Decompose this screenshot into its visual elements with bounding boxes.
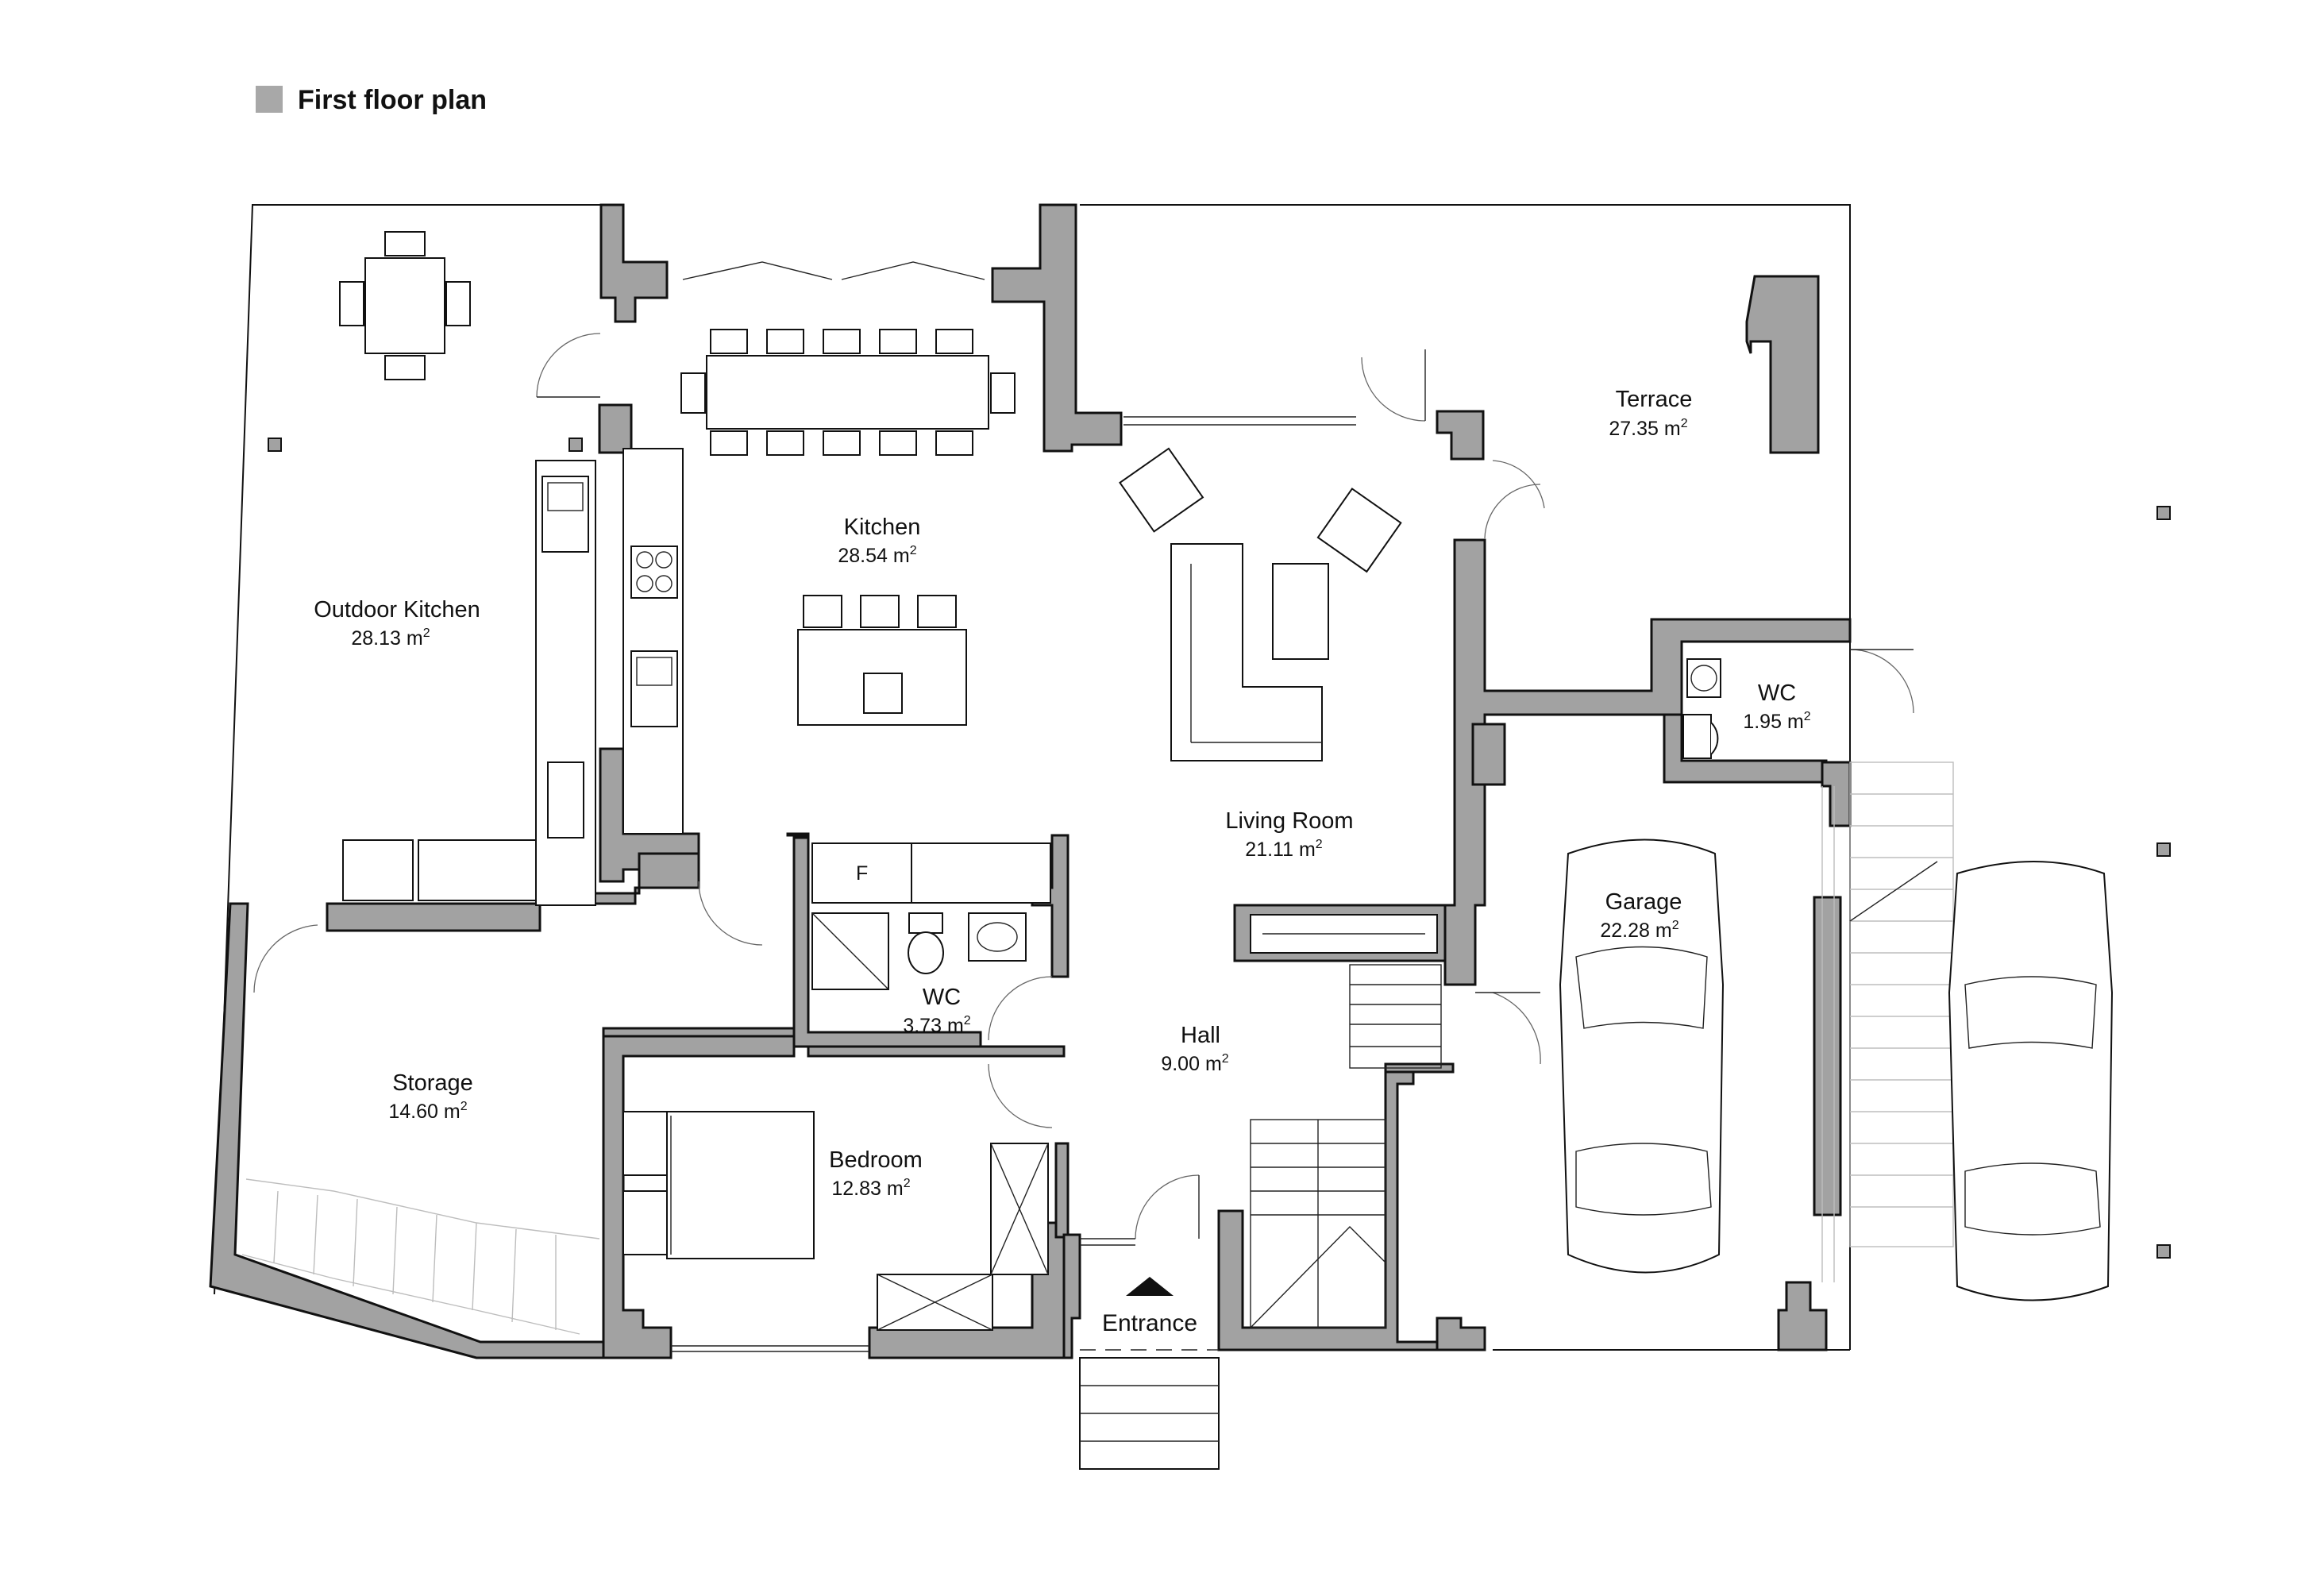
armchairs <box>1119 447 1402 573</box>
room-area: 12.83 m2 <box>831 1177 910 1200</box>
wall-segment <box>1821 761 1852 827</box>
wc-small-fixtures <box>1682 658 1721 759</box>
room-label-garage: Garage 22.28 m2 <box>1600 889 1682 942</box>
room-area: 3.73 m2 <box>903 1014 970 1037</box>
room-name: WC <box>923 985 961 1010</box>
room-label-outdoor-kitchen: Outdoor Kitchen 28.13 m2 <box>314 597 480 650</box>
wc-fixtures <box>811 912 1027 990</box>
wall-segment <box>1062 1233 1081 1359</box>
staircase-main <box>1250 964 1442 1328</box>
pillar <box>2156 506 2171 520</box>
wall-segment <box>1054 1142 1070 1239</box>
wall-segment <box>209 902 605 1359</box>
bed <box>622 1111 815 1259</box>
room-label-terrace: Terrace 27.35 m2 <box>1609 387 1692 440</box>
wall-segment <box>1217 1062 1486 1351</box>
page-title: First floor plan <box>298 85 487 115</box>
room-name: Outdoor Kitchen <box>314 597 480 623</box>
room-area: 28.54 m2 <box>838 544 916 567</box>
entrance-label: Entrance <box>1102 1310 1197 1336</box>
header-marker <box>256 86 283 113</box>
room-area: 1.95 m2 <box>1743 710 1810 733</box>
wall-segment <box>1471 723 1506 786</box>
pillar <box>2156 1244 2171 1259</box>
room-label-wc: WC 3.73 m2 <box>903 985 970 1037</box>
car-outside <box>1948 861 2114 1301</box>
dining-table <box>680 329 1016 456</box>
pillar <box>268 438 282 452</box>
room-name: Bedroom <box>829 1147 923 1173</box>
pillar <box>568 438 583 452</box>
wall-segment <box>602 1035 796 1359</box>
wall-segment <box>1813 896 1842 1216</box>
coffee-table <box>1272 563 1329 660</box>
room-label-living-room: Living Room 21.11 m2 <box>1225 808 1353 861</box>
pillars <box>268 438 2171 1259</box>
windows <box>671 261 1835 1352</box>
kitchen-island <box>797 595 967 726</box>
doors <box>253 333 1914 1240</box>
fridge: F <box>811 842 1051 904</box>
wall-segment <box>1663 713 1828 784</box>
wall-segment <box>1436 410 1485 461</box>
room-area: 21.11 m2 <box>1245 838 1323 861</box>
room-label-bedroom: Bedroom 12.83 m2 <box>829 1147 923 1200</box>
room-name: WC <box>1758 680 1796 706</box>
wardrobe <box>1250 914 1438 954</box>
wall-segment <box>599 203 669 323</box>
outdoor-kitchen-counter <box>342 460 596 906</box>
room-name: Terrace <box>1616 387 1693 412</box>
room-label-wc-small: WC 1.95 m2 <box>1743 680 1810 733</box>
staircase-garage <box>1849 761 1954 1247</box>
room-name: Living Room <box>1225 808 1353 834</box>
staircase-storage <box>241 1178 600 1335</box>
room-label-storage: Storage 14.60 m2 <box>388 1070 472 1123</box>
pillar <box>2156 842 2171 857</box>
room-area: 27.35 m2 <box>1609 417 1687 440</box>
wall-segment <box>326 852 700 932</box>
wall-segment <box>1745 275 1820 454</box>
room-area: 9.00 m2 <box>1161 1052 1228 1075</box>
bedroom-wardrobe <box>877 1143 1049 1331</box>
outdoor-dining-table <box>339 231 471 380</box>
wall-segment <box>598 403 633 454</box>
wall-segment <box>991 203 1123 453</box>
room-label-kitchen: Kitchen 28.54 m2 <box>838 515 920 567</box>
sofa <box>1170 543 1323 761</box>
wall-segment <box>1777 1281 1828 1351</box>
fridge-label: F <box>856 862 868 885</box>
entrance-steps <box>1079 1349 1220 1470</box>
room-name: Hall <box>1181 1023 1220 1048</box>
car-garage <box>1559 839 1725 1274</box>
kitchen-counter <box>622 448 684 835</box>
room-area: 28.13 m2 <box>351 627 430 650</box>
entrance-arrow-icon <box>1126 1277 1174 1296</box>
room-name: Garage <box>1605 889 1682 915</box>
room-label-hall: Hall 9.00 m2 <box>1161 1023 1228 1075</box>
room-name: Storage <box>392 1070 473 1096</box>
room-name: Kitchen <box>844 515 921 540</box>
room-area: 14.60 m2 <box>388 1100 467 1123</box>
wall-segment <box>1436 1317 1486 1351</box>
room-area: 22.28 m2 <box>1600 919 1678 942</box>
